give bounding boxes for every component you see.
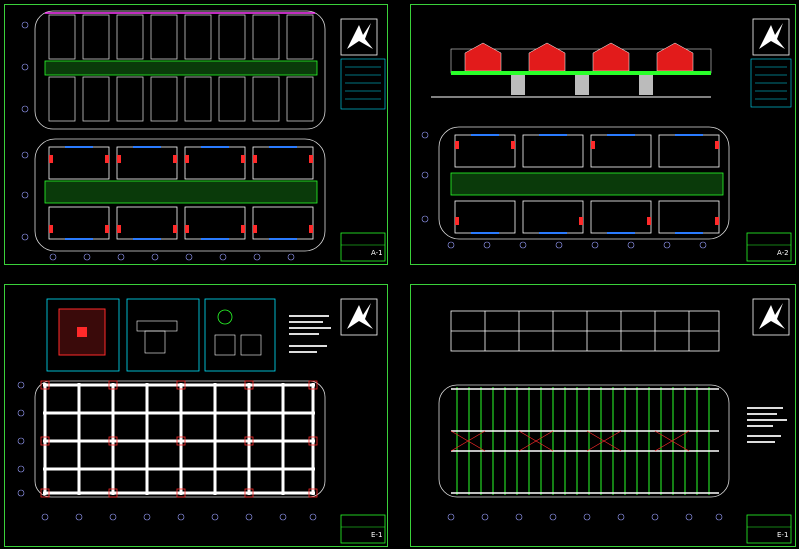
sheet-a2: A-2	[410, 4, 796, 265]
footing-detail	[46, 298, 120, 372]
foundation-grid	[34, 380, 326, 498]
sheet-e1-framing: E-1	[410, 284, 796, 547]
grid-axis-markers	[447, 513, 723, 521]
sheet-e1-foundation-drawing	[17, 298, 386, 544]
north-arrow-icon	[340, 298, 378, 336]
sheet-code: E-1	[371, 531, 383, 539]
grid-axis-markers	[21, 21, 295, 261]
north-arrow-icon	[340, 18, 378, 56]
grid-axis-markers	[421, 131, 707, 249]
title-block	[340, 514, 386, 544]
framing-plan	[438, 384, 730, 498]
legend-box	[750, 58, 792, 108]
elevation	[431, 42, 712, 98]
sheet-code: E-1	[777, 531, 789, 539]
floor-plan	[34, 138, 326, 252]
grid-axis-markers	[17, 381, 317, 521]
sheet-code: A-2	[777, 249, 789, 257]
legend-box	[340, 58, 386, 110]
column-detail	[204, 298, 276, 372]
frame-elevation	[450, 310, 720, 352]
notes-block	[747, 407, 787, 443]
notes-block	[289, 315, 331, 353]
sheet-e1-foundation: E-1	[4, 284, 388, 547]
title-block	[746, 514, 792, 544]
sheet-code: A-1	[371, 249, 383, 257]
north-arrow-icon	[752, 298, 790, 336]
north-arrow-icon	[752, 18, 790, 56]
floor-plan	[438, 126, 730, 240]
sheet-e1-framing-drawing	[438, 298, 792, 544]
sheet-a2-drawing	[421, 18, 792, 262]
parking-plan	[34, 10, 326, 130]
sheet-a1-drawing	[21, 10, 386, 262]
title-block	[746, 232, 792, 262]
section-detail	[126, 298, 200, 372]
title-block	[340, 232, 386, 262]
sheet-a1: A-1	[4, 4, 388, 265]
